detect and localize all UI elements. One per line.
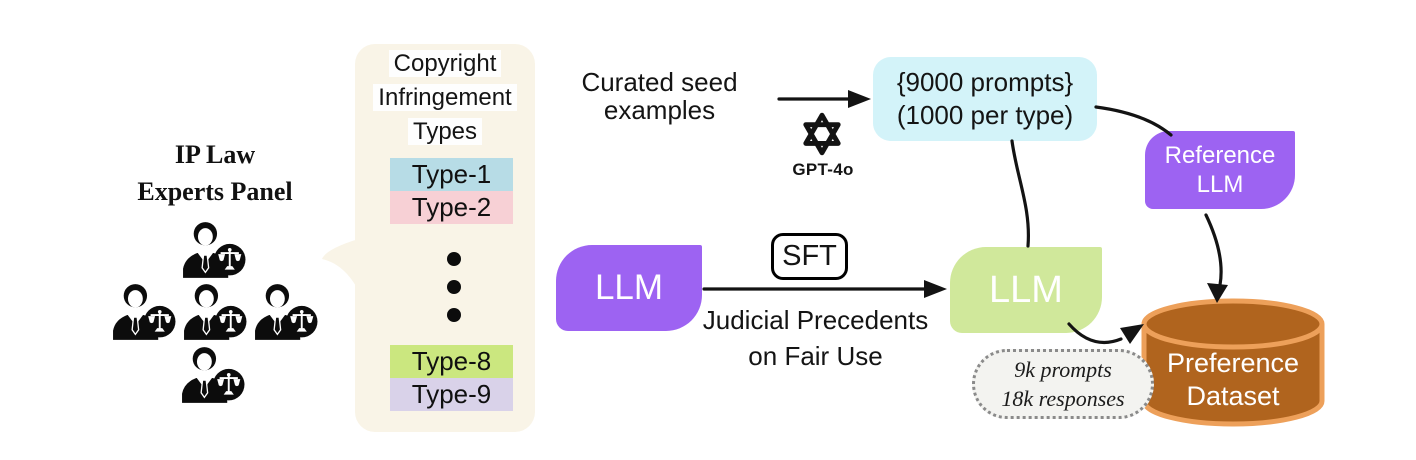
reference-llm-box: Reference LLM [1145,131,1295,209]
sft-caption-line1: Judicial Precedents [702,305,929,335]
stats-line1: 9k prompts [1014,357,1112,382]
ellipsis-dot [447,252,461,266]
reference-llm-line2: LLM [1196,171,1244,198]
dataset-line2: Dataset [1186,381,1280,411]
sft-box: SFT [771,233,848,280]
copyright-types-bubble: Copyright Infringement Types Type-1 Type… [355,44,535,432]
lawyer-icon [181,283,248,340]
base-llm-box: LLM [556,245,702,331]
prompts-box: {9000 prompts} (1000 per type) [873,57,1097,141]
arrowhead [848,90,871,108]
type-row-2: Type-2 [390,191,513,224]
sft-caption: Judicial Precedents on Fair Use [688,302,943,374]
stats-line2: 18k responses [1001,386,1125,411]
type-row-9: Type-9 [390,378,513,411]
base-llm-label: LLM [594,268,664,307]
ellipsis-dot [447,308,461,322]
seed-label-line1: Curated seed [581,67,738,97]
reference-llm-line1: Reference [1164,142,1276,169]
curated-seed-label: Curated seed examples [552,68,767,124]
tuned-llm-label: LLM [989,268,1063,311]
preference-dataset-label: Preference Dataset [1148,347,1318,413]
gpt4o-label: GPT-4o [792,160,854,179]
sft-label: SFT [782,240,837,272]
arrowhead [924,280,947,298]
lawyer-icon [252,283,319,340]
lawyer-icon [179,346,246,403]
seed-label-line2: examples [603,95,716,125]
arrow-reference-to-dataset [1204,213,1223,287]
types-header-line: Copyright [355,48,535,79]
dataset-line1: Preference [1166,348,1300,378]
lawyer-icon [180,221,247,278]
tuned-llm-box: LLM [950,247,1102,333]
ellipsis-dot [447,280,461,294]
prompts-line1: {9000 prompts} [896,67,1074,97]
prompts-line2: (1000 per type) [896,100,1074,130]
type-row-8: Type-8 [390,345,513,378]
gpt4o-logo-icon [803,112,841,156]
types-header-line: Types [355,116,535,147]
speech-bubble-tail [322,238,362,295]
curve-prompts-to-reference [1094,105,1173,137]
types-header-line: Infringement [355,82,535,113]
stats-bubble: 9k prompts 18k responses [972,349,1154,419]
database-cylinder-icon [1141,298,1325,427]
sft-caption-line2: on Fair Use [748,341,883,371]
experts-title-line2: Experts Panel [137,177,293,206]
lawyer-icon [110,283,177,340]
experts-title-line1: IP Law [174,140,256,169]
experts-panel-title: IP Law Experts Panel [85,136,345,210]
curve-prompts-to-tuned-llm [1010,139,1031,248]
type-row-1: Type-1 [390,158,513,191]
